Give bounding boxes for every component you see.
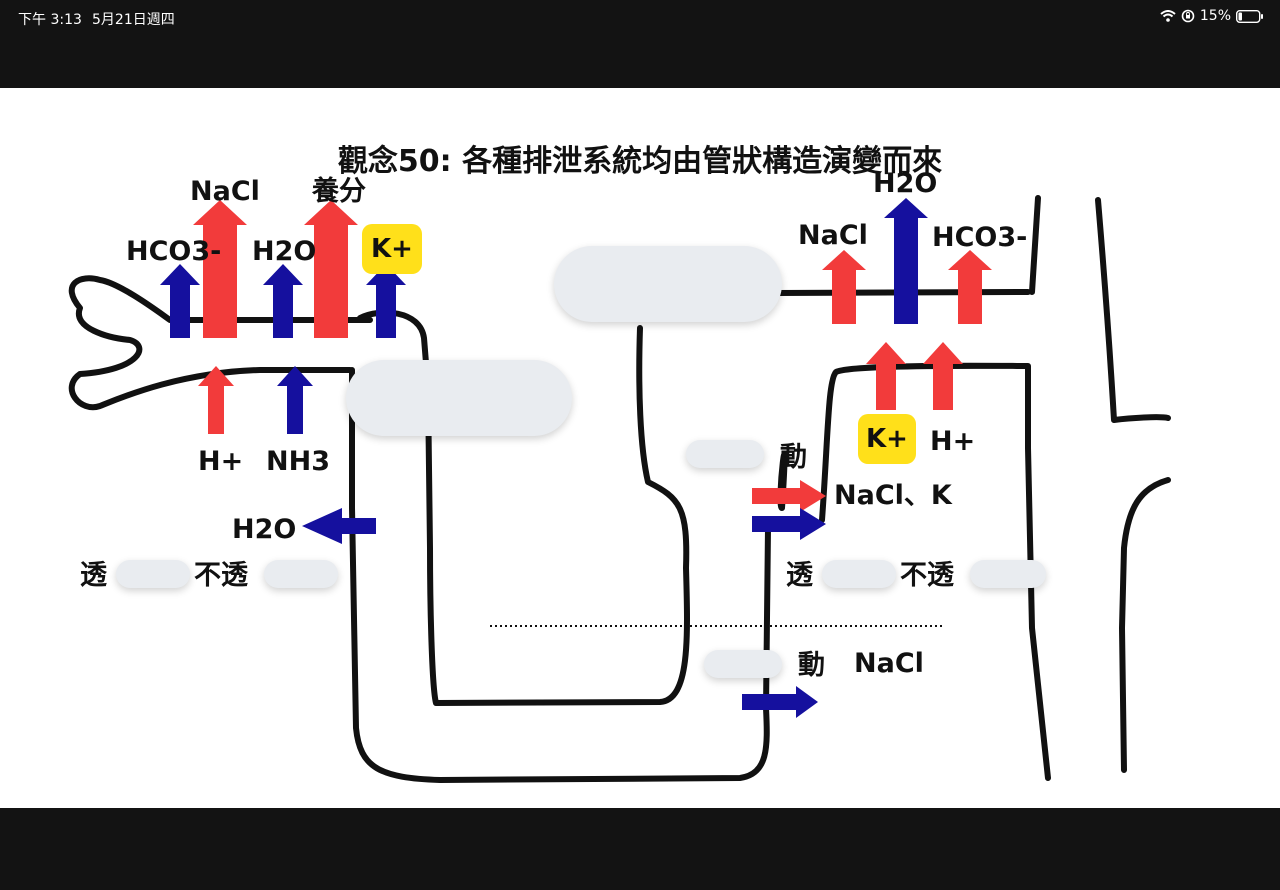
outer-loop-wall (349, 367, 771, 783)
orientation-lock-icon (1181, 9, 1195, 23)
arrow-red-up-distal-nacl (822, 250, 866, 324)
blank-active-transport (686, 440, 764, 468)
arrow-blue-up-nh3 (277, 366, 313, 434)
slide: 觀念50: 各種排泄系統均由管狀構造演變而來 NaCl 養分 HCO3- H2O… (0, 88, 1280, 808)
status-right: 15% (1160, 8, 1264, 24)
bowman-capsule (68, 275, 373, 411)
status-date: 5月21日週四 (92, 12, 175, 28)
label-hco3: HCO3- (126, 236, 222, 267)
proximal-arrows (160, 200, 406, 544)
blank-descending-label (554, 246, 782, 322)
blank-perm-left-2 (264, 560, 338, 588)
bottom-bar (0, 808, 1280, 890)
label-nacl: NaCl (190, 176, 260, 207)
arrow-red-right-nacl-k (752, 480, 826, 512)
label-nacl-k: NaCl、K (834, 480, 952, 511)
distal-arrows (742, 198, 992, 718)
arrow-blue-up-distal-h2o (884, 198, 928, 324)
blank-perm-left-1 (116, 560, 190, 588)
arrow-blue-up-hco3 (160, 264, 200, 338)
collecting-duct-right (1095, 197, 1171, 773)
wifi-icon (1160, 10, 1176, 22)
label-active-suffix: 動 (780, 442, 807, 473)
label-h: H+ (198, 446, 244, 477)
arrow-red-up-nacl (193, 200, 247, 338)
battery-icon (1236, 9, 1263, 23)
label-distal-h2o: H2O (873, 168, 938, 199)
label-distal-perm-left: 透 (786, 560, 813, 591)
blank-active-transport-2 (704, 650, 782, 678)
distal-tubule-wall (819, 362, 1051, 781)
arrow-blue-up-k (366, 264, 406, 338)
label-lower-nacl: NaCl (854, 648, 924, 679)
tubule-diagram (68, 195, 1171, 783)
slide-title: 觀念50: 各種排泄系統均由管狀構造演變而來 (337, 144, 943, 179)
label-nh3: NH3 (266, 446, 330, 477)
status-time: 下午 3:13 (18, 12, 82, 28)
arrow-red-up-distal-h (923, 342, 963, 410)
label-distal-hco3: HCO3- (932, 222, 1028, 253)
blank-loop-label (346, 360, 572, 436)
arrow-blue-up-h2o (263, 264, 303, 338)
label-water-out: H2O (232, 514, 297, 545)
blank-distal-perm-1 (822, 560, 896, 588)
label-k-badge: K+ (362, 224, 422, 274)
proximal-tubule-upper-wall (357, 309, 690, 706)
arrow-blue-right-lower-nacl (742, 686, 818, 718)
label-distal-nacl: NaCl (798, 220, 868, 251)
status-bar: 下午 3:13 5月21日週四 15% (0, 0, 1280, 88)
label-impermeable-left: 不透 (194, 560, 248, 591)
collecting-duct-left (1029, 195, 1041, 295)
blank-distal-perm-2 (970, 560, 1046, 588)
arrow-blue-left-h2o (302, 508, 376, 544)
battery-percent: 15% (1199, 8, 1231, 24)
label-perm-left: 透 (80, 560, 107, 591)
arrow-red-up-h (198, 366, 234, 434)
label-nutrients: 養分 (312, 176, 366, 207)
arrow-red-up-nutrients (304, 200, 358, 338)
label-distal-h: H+ (930, 426, 976, 457)
label-distal-k-badge: K+ (858, 414, 916, 464)
arrow-red-up-distal-hco3 (948, 250, 992, 324)
arrow-blue-right-nacl-k (752, 508, 826, 540)
label-h2o: H2O (252, 236, 317, 267)
arrow-red-up-distal-k (866, 342, 906, 410)
label-active-suffix-2: 動 (798, 650, 825, 681)
label-distal-impermeable: 不透 (900, 560, 954, 591)
